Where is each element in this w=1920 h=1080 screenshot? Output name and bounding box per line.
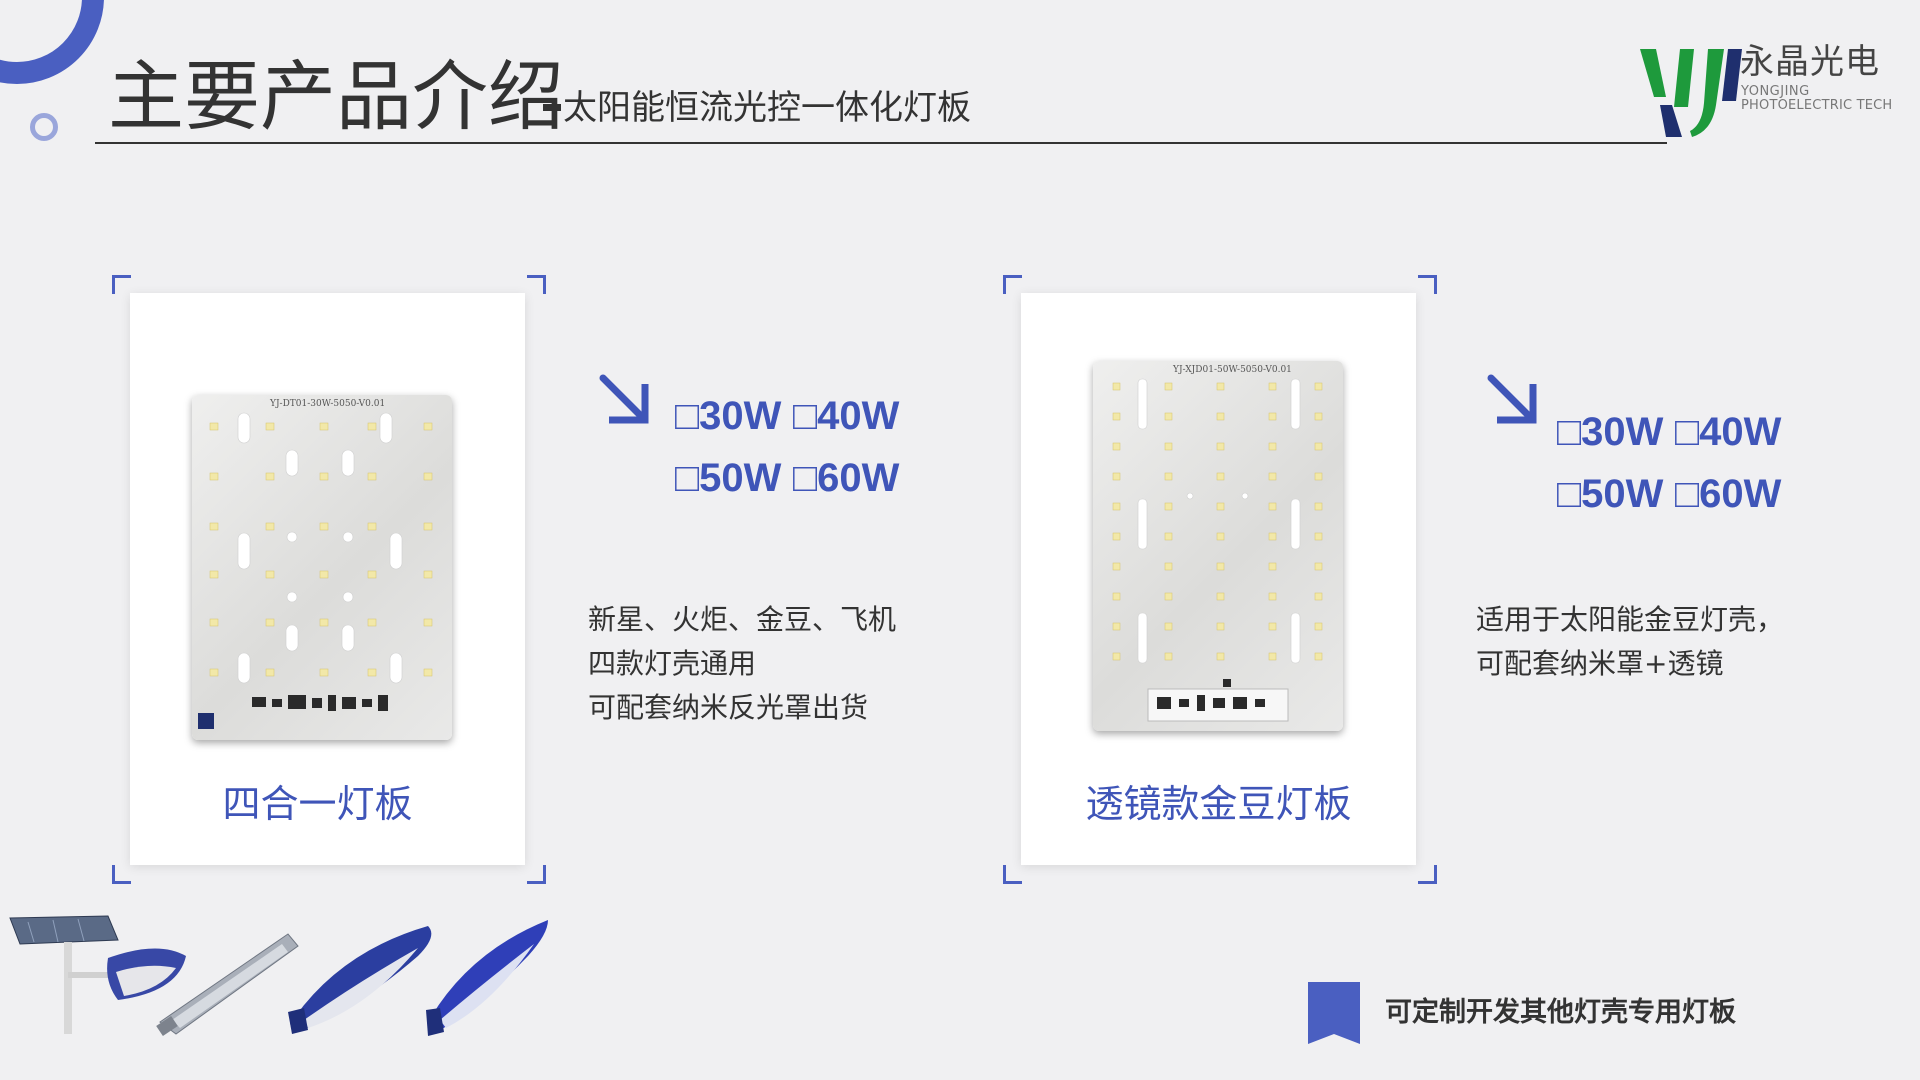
decorative-arc bbox=[0, 0, 104, 84]
product-name: 四合一灯板 bbox=[222, 782, 413, 826]
power-option-60w: □60W bbox=[793, 456, 900, 500]
company-logo-mark bbox=[1640, 49, 1742, 137]
product-card-four-in-one: YJ-DT01-30W-5050-V0.01 bbox=[130, 293, 525, 865]
frame-corner-br bbox=[1418, 865, 1437, 884]
frame-corner-tr bbox=[1418, 275, 1437, 294]
product-description-line: 新星、火炬、金豆、飞机 bbox=[588, 603, 897, 636]
decorative-ring bbox=[30, 113, 58, 141]
frame-corner-bl bbox=[112, 865, 131, 884]
company-name-en-line1: YONGJING bbox=[1741, 84, 1810, 99]
power-option-60w: □60W bbox=[1675, 472, 1782, 516]
page-subtitle: 太阳能恒流光控一体化灯板 bbox=[563, 88, 971, 128]
product-description-line: 可配套纳米反光罩出货 bbox=[588, 691, 869, 724]
power-option-40w: □40W bbox=[1675, 410, 1782, 454]
power-option-50w: □50W bbox=[1557, 472, 1664, 516]
grey-street-lamp bbox=[156, 933, 299, 1037]
frame-corner-tl bbox=[112, 275, 131, 294]
custom-development-note: 可定制开发其他灯壳专用灯板 bbox=[1385, 997, 1736, 1028]
company-name-en-line2: PHOTOELECTRIC TECH bbox=[1741, 98, 1893, 113]
product-description-line: 四款灯壳通用 bbox=[588, 647, 757, 680]
title-separator bbox=[543, 104, 561, 111]
led-board-image: YJ-DT01-30W-5050-V0.01 bbox=[192, 395, 452, 740]
product-description-line: 适用于太阳能金豆灯壳， bbox=[1476, 603, 1785, 636]
board-code: YJ-DT01-30W-5050-V0.01 bbox=[270, 399, 386, 409]
power-option-30w: □30W bbox=[675, 394, 782, 438]
company-name-cn: 永晶光电 bbox=[1740, 42, 1880, 82]
led-board-image: YJ-XJD01-50W-5050-V0.01 bbox=[1093, 361, 1343, 731]
frame-corner-tl bbox=[1003, 275, 1022, 294]
blue-street-lamp bbox=[288, 926, 432, 1034]
product-card-lens-board: YJ-XJD01-50W-5050-V0.01 bbox=[1021, 293, 1416, 865]
power-option-40w: □40W bbox=[793, 394, 900, 438]
led-board-layout bbox=[1112, 378, 1323, 722]
blue-street-lamp bbox=[426, 920, 548, 1036]
arrow-down-right-icon bbox=[1487, 374, 1537, 424]
solar-street-lamp bbox=[9, 915, 186, 1034]
power-option-30w: □30W bbox=[1557, 410, 1664, 454]
header-rule bbox=[95, 142, 1667, 144]
product-description-line: 可配套纳米罩+透镜 bbox=[1476, 647, 1724, 680]
street-lamp-images bbox=[9, 915, 548, 1037]
frame-corner-tr bbox=[527, 275, 546, 294]
led-board-layout bbox=[198, 412, 433, 729]
product-name: 透镜款金豆灯板 bbox=[1085, 782, 1352, 826]
power-option-50w: □50W bbox=[675, 456, 782, 500]
frame-corner-br bbox=[527, 865, 546, 884]
frame-corner-bl bbox=[1003, 865, 1022, 884]
board-code: YJ-XJD01-50W-5050-V0.01 bbox=[1173, 365, 1292, 375]
arrow-down-right-icon bbox=[599, 374, 649, 424]
page-title: 主要产品介绍 bbox=[108, 52, 564, 141]
bookmark-icon bbox=[1308, 982, 1360, 1044]
